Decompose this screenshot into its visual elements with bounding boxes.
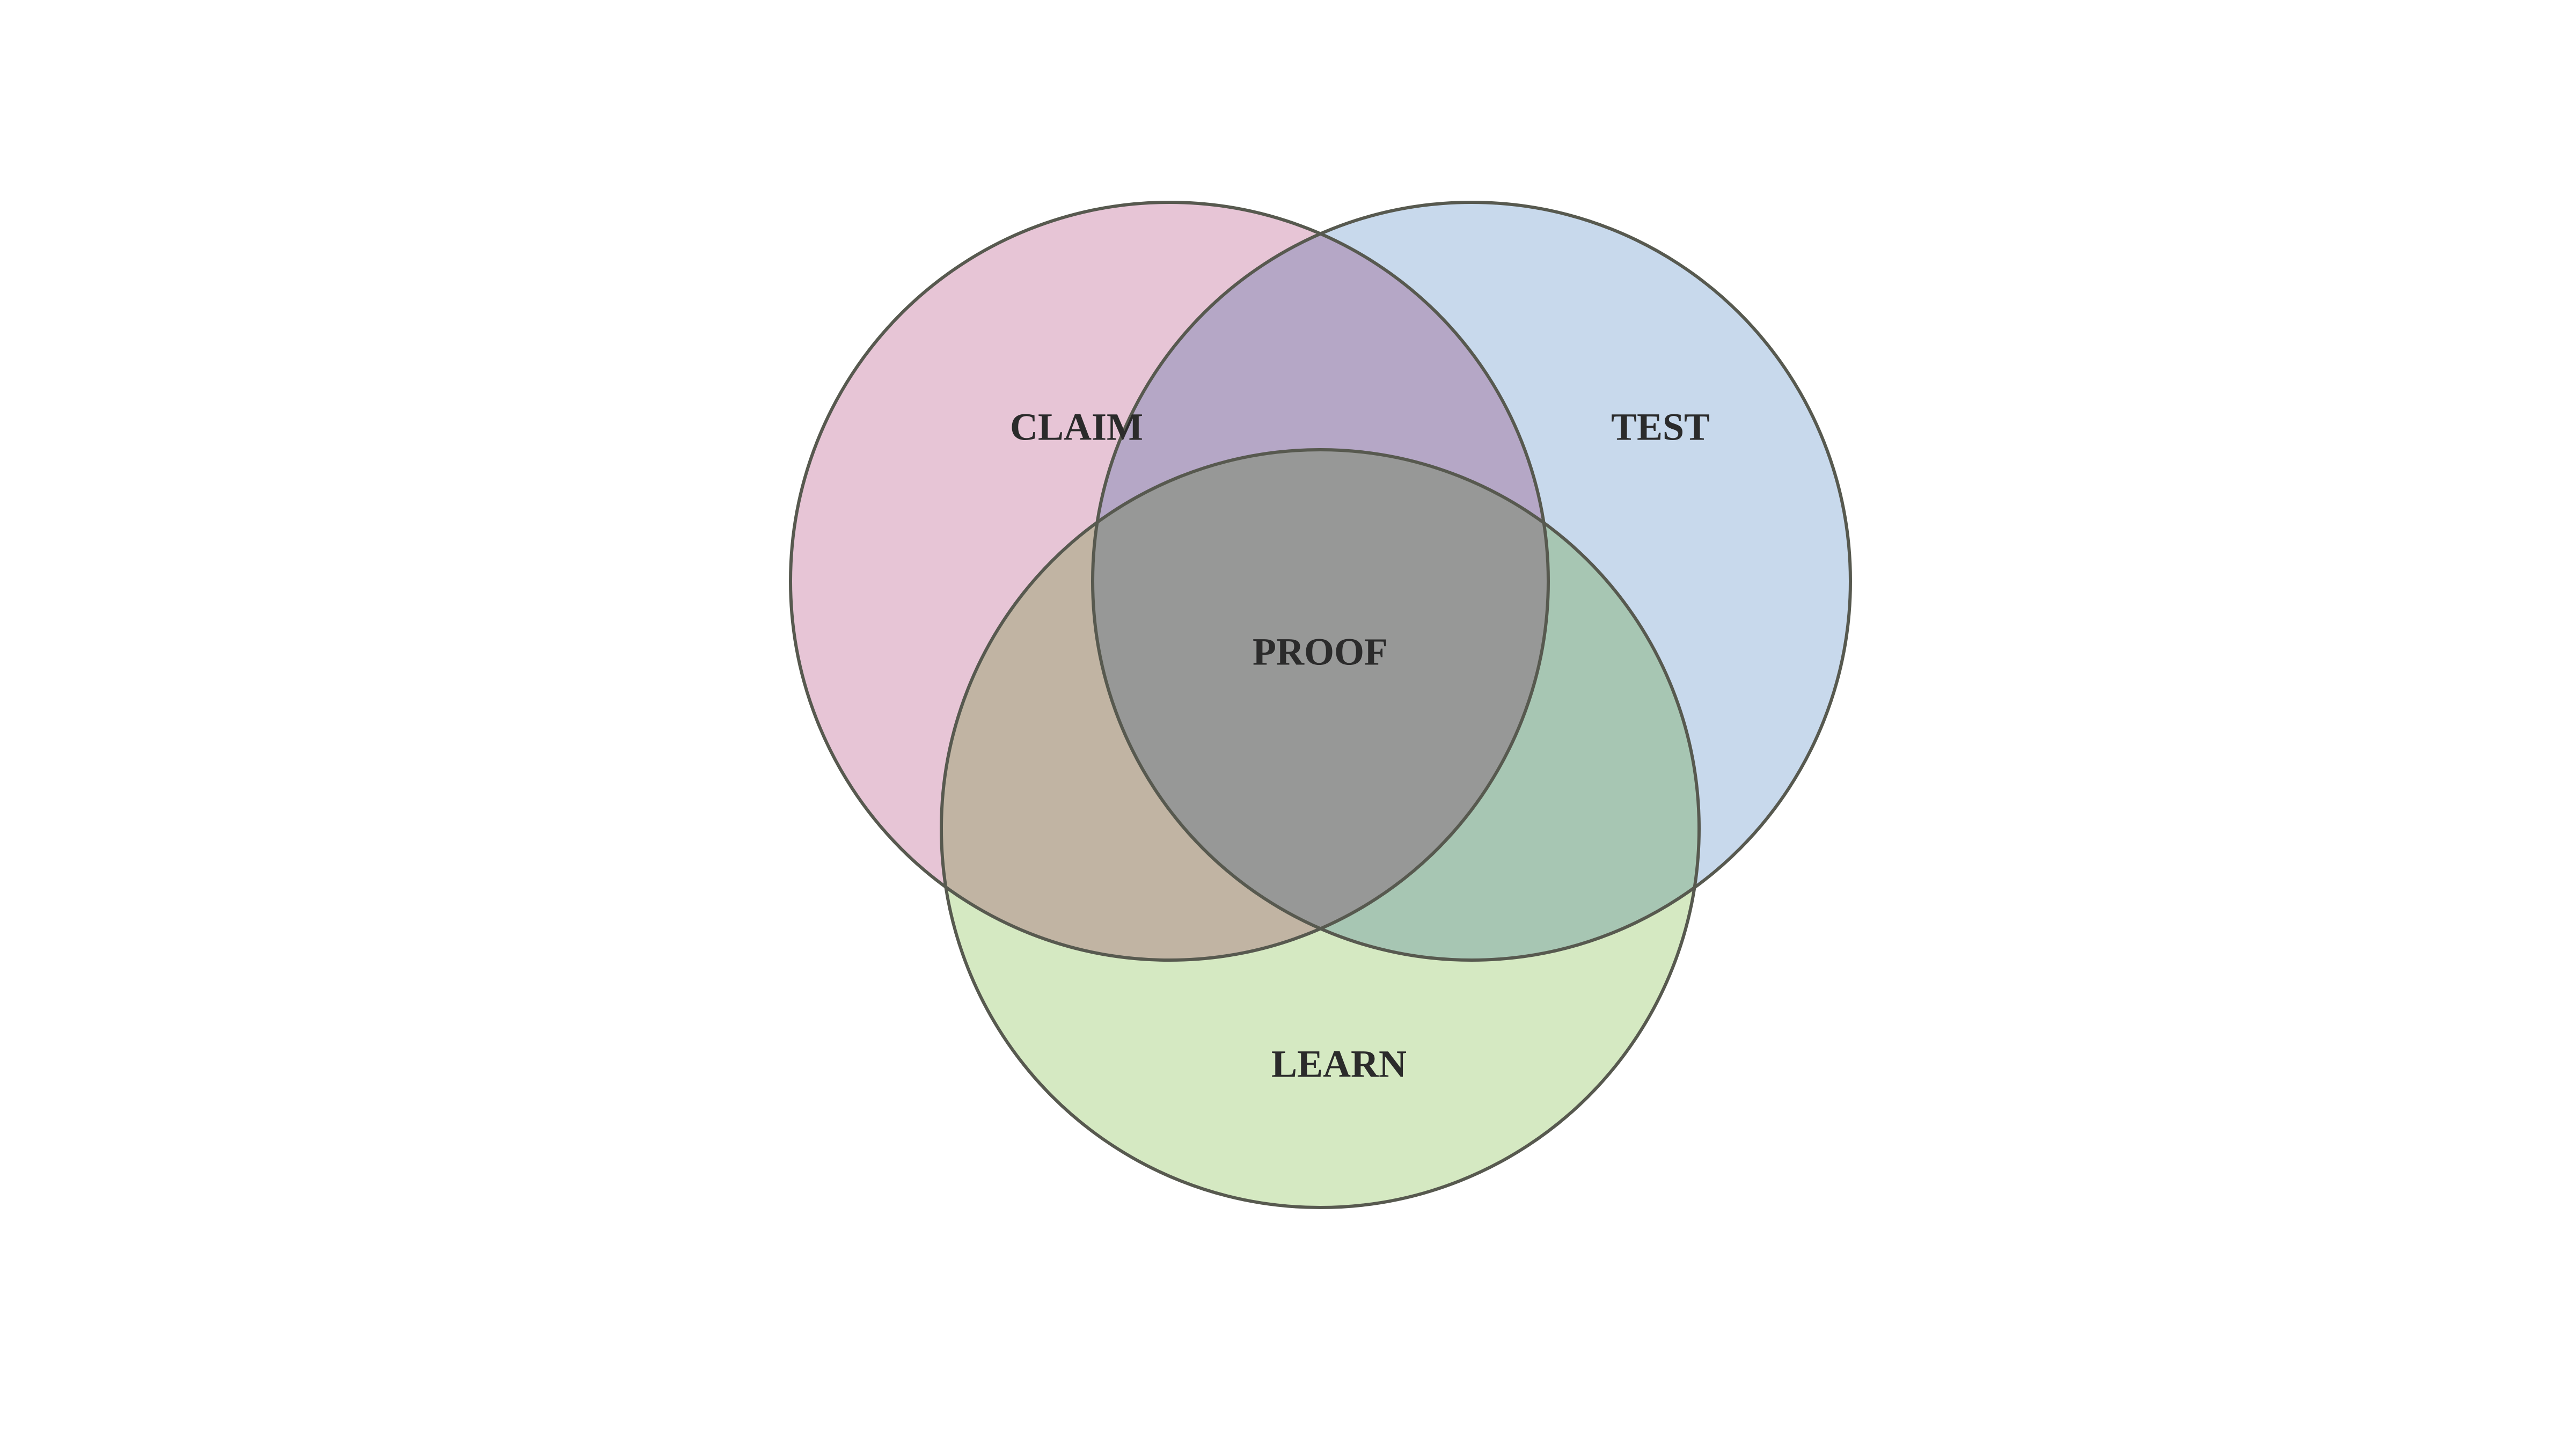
circle-fills	[791, 202, 1850, 1208]
circle-outline-learn	[940, 448, 1701, 1209]
circle-outline-test	[1091, 201, 1852, 962]
circle-outlines	[789, 201, 1852, 1209]
label-test: TEST	[1611, 406, 1710, 449]
venn-labels: CLAIM TEST LEARN PROOF	[1010, 406, 1710, 1086]
label-claim: CLAIM	[1010, 406, 1143, 449]
circle-fill-learn[interactable]	[941, 450, 1699, 1208]
label-proof-intersection: PROOF	[1253, 631, 1388, 674]
label-learn: LEARN	[1271, 1043, 1407, 1086]
circle-outline-claim	[789, 201, 1550, 962]
